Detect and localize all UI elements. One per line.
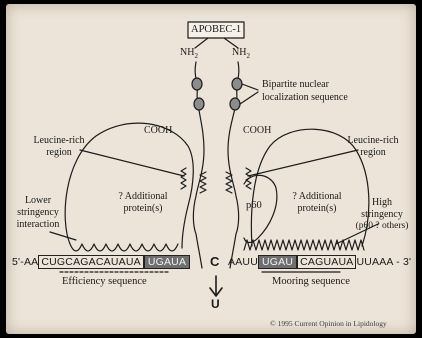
nls-label-line1: Bipartite nuclear [262, 80, 329, 91]
p60-label: p60 [246, 200, 262, 211]
high-stringency-bristles [244, 240, 364, 250]
seq-mid: AAUU [228, 256, 258, 268]
lower-stringency-waves [70, 244, 178, 251]
high-stringency-line3: (p60 ? others) [348, 222, 416, 232]
leucine-right-line2: region [338, 148, 408, 159]
cooh-left-label: COOH [144, 126, 172, 137]
right-monomer-chain [228, 62, 239, 268]
apobec-label: APOBEC-1 [191, 24, 241, 35]
nh2-right-label: NH2 [232, 48, 250, 60]
nh2-left-label: NH2 [180, 48, 198, 60]
leucine-left-pointer [80, 150, 184, 176]
zipper-left [200, 172, 206, 193]
nls-oval-right-2 [230, 98, 240, 110]
nls-pointer-1 [242, 84, 258, 90]
lower-stringency-line1: Lower [10, 196, 66, 207]
lower-stringency-line2: stringency [10, 208, 66, 219]
arrow-u-label: U [211, 298, 220, 311]
zipper-right [226, 172, 232, 193]
nls-pointer-2 [240, 92, 258, 104]
efficiency-label: Efficiency sequence [62, 276, 147, 287]
additional-left-line2: protein(s) [110, 204, 176, 215]
leucine-left-line1: Leucine-rich [24, 136, 94, 147]
mooring-label: Mooring sequence [272, 276, 350, 287]
nls-oval-left-2 [194, 98, 204, 110]
seq-edited-c: C [210, 255, 220, 269]
seq-prefix: 5'-AA [12, 256, 38, 268]
nls-oval-right-1 [232, 78, 242, 90]
copyright-label: © 1995 Current Opinion in Lipidology [270, 320, 387, 328]
seq-suffix: UUAAA - 3' [356, 256, 411, 268]
left-monomer-chain [193, 62, 204, 268]
seq-underlined-right: CAGUAUA [297, 255, 356, 269]
c-to-u-arrow [210, 276, 222, 296]
lower-stringency-pointer [50, 232, 76, 240]
high-stringency-line1: High [352, 198, 412, 209]
additional-right-line1: ? Additional [284, 192, 350, 203]
additional-left-line1: ? Additional [110, 192, 176, 203]
high-stringency-line2: stringency [352, 210, 412, 221]
seq-underlined-left: CUGCAGACAUAUA [38, 255, 143, 269]
lower-stringency-line3: interaction [10, 220, 66, 231]
nls-oval-left-1 [192, 78, 202, 90]
cooh-right-label: COOH [243, 126, 271, 137]
additional-right-line2: protein(s) [284, 204, 350, 215]
leucine-left-line2: region [24, 148, 94, 159]
seq-boxed-left: UGAUA [144, 255, 190, 269]
zipper-left-outer [181, 168, 186, 189]
nls-label-line2: localization sequence [262, 93, 348, 104]
seq-boxed-right: UGAU [258, 255, 297, 269]
nh2-link-left [195, 38, 208, 48]
leucine-right-line1: Leucine-rich [338, 136, 408, 147]
